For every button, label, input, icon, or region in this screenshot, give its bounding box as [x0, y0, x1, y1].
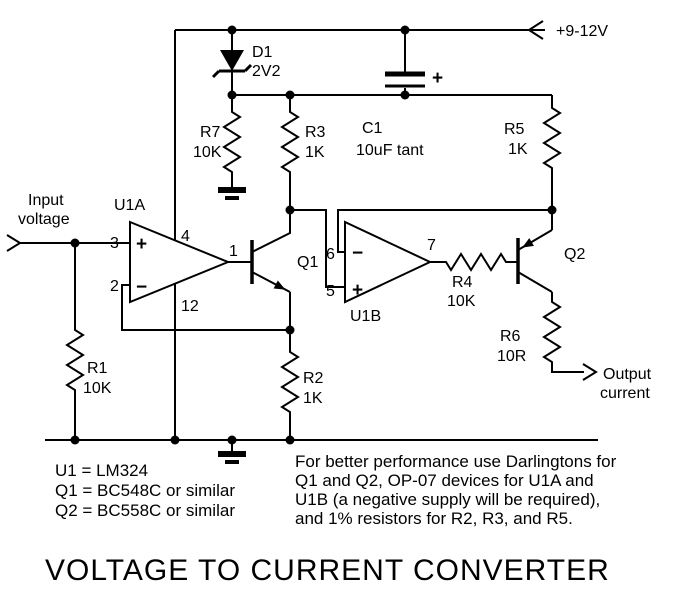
r7-value: 10K [193, 144, 222, 161]
u1b-pin-noninv: 5 [326, 283, 335, 300]
output-arrow-icon [582, 363, 598, 381]
u1b-minus-sign: − [352, 243, 363, 264]
junction-dot [285, 325, 295, 335]
transistor-q1-icon [250, 240, 286, 290]
junction-dot [400, 25, 410, 35]
junction-dot [227, 90, 237, 100]
r1-ref: R1 [87, 360, 108, 377]
transistor-q2-icon [516, 238, 534, 284]
capacitor-c1-icon [385, 71, 425, 88]
u1b-plus-sign: + [352, 280, 363, 301]
opamp-u1b-triangle [344, 220, 433, 304]
input-arrow-icon [6, 234, 22, 252]
r3-ref: R3 [305, 124, 326, 141]
output-label-line2: current [600, 385, 650, 402]
resistors [65, 95, 584, 440]
junction-dot [227, 435, 237, 445]
u1b-pin-out: 7 [427, 237, 436, 254]
junction-dots [70, 25, 557, 445]
r2-ref: R2 [303, 370, 324, 387]
junction-dot [70, 435, 80, 445]
zener-d1-icon [211, 50, 253, 79]
resistor-r5 [542, 95, 562, 230]
junction-dot [285, 205, 295, 215]
u1a-pin-out: 1 [229, 243, 238, 260]
wire-u1b-inv [337, 209, 552, 253]
d1-ref: D1 [252, 44, 273, 61]
u1a-ref: U1A [114, 197, 145, 214]
supply-label: +9-12V [556, 23, 608, 40]
junction-dot [70, 238, 80, 248]
u1a-minus-sign: − [136, 277, 147, 298]
input-label-line1: Input [28, 192, 64, 209]
c1-ref: C1 [362, 120, 383, 137]
opamp-u1b-icon [344, 220, 433, 304]
remark-line-1: For better performance use Darlingtons f… [295, 452, 617, 471]
supply-arrow-icon [527, 20, 544, 40]
junction-dot [285, 435, 295, 445]
q2-ref: Q2 [564, 246, 585, 263]
remark-line-2: Q1 and Q2, OP-07 devices for U1A and [295, 471, 594, 490]
note-line-3: Q2 = BC558C or similar [55, 501, 235, 520]
c1-value: 10uF tant [356, 142, 424, 159]
r4-ref: R4 [452, 274, 473, 291]
r1-value: 10K [83, 380, 112, 397]
r6-value: 10R [497, 348, 526, 365]
u1a-pin-noninv: 3 [110, 235, 119, 252]
junction-dot [170, 435, 180, 445]
q1-ref: Q1 [297, 254, 318, 271]
u1a-pin-vee: 12 [181, 298, 199, 315]
diagram-title: VOLTAGE TO CURRENT CONVERTER [45, 554, 610, 587]
r5-value: 1K [508, 141, 528, 158]
r4-value: 10K [447, 293, 476, 310]
note-line-1: U1 = LM324 [55, 461, 148, 480]
wire-u1b-noninv [290, 209, 345, 288]
remark-line-3: U1B (a negative supply will be required)… [295, 490, 600, 509]
output-label-line1: Output [603, 366, 652, 383]
u1a-pin-inv: 2 [110, 278, 119, 295]
opamp-u1a-triangle [129, 220, 231, 304]
input-label-line2: voltage [18, 211, 70, 228]
d1-value: 2V2 [252, 63, 281, 80]
junction-dot [547, 205, 557, 215]
junction-dot [400, 90, 410, 100]
u1b-pin-inv: 6 [326, 246, 335, 263]
resistor-r1 [65, 243, 85, 440]
resistor-r2 [280, 292, 300, 440]
resistor-r4 [430, 252, 518, 272]
junction-dot [285, 90, 295, 100]
ground-icon-rail [218, 451, 246, 464]
r2-value: 1K [303, 390, 323, 407]
resistor-r3 [280, 95, 300, 210]
q2-emitter-arrow [522, 238, 534, 248]
opamp-u1a-icon [129, 220, 231, 304]
zener-triangle [220, 50, 244, 71]
q1-emitter-arrow [273, 280, 286, 290]
u1a-pin-vcc: 4 [181, 228, 190, 245]
r3-value: 1K [305, 144, 325, 161]
r6-ref: R6 [500, 328, 521, 345]
u1a-plus-sign: + [136, 234, 147, 255]
u1b-ref: U1B [350, 308, 381, 325]
remark-line-4: and 1% resistors for R2, R3, and R5. [295, 509, 573, 528]
r5-ref: R5 [504, 121, 525, 138]
wire-q1-collector [251, 210, 291, 253]
wire-u1a-feedback [121, 284, 290, 331]
junction-dot [227, 25, 237, 35]
c1-polarity: + [432, 68, 443, 89]
wire-q2-collector [517, 271, 553, 293]
resistor-r7 [222, 95, 242, 187]
r7-ref: R7 [200, 124, 221, 141]
note-line-2: Q1 = BC548C or similar [55, 481, 235, 500]
ground-icon-r7 [218, 187, 246, 200]
resistor-r6 [542, 292, 584, 373]
zener-wing-right [243, 63, 253, 73]
zener-wing-left [211, 69, 221, 79]
